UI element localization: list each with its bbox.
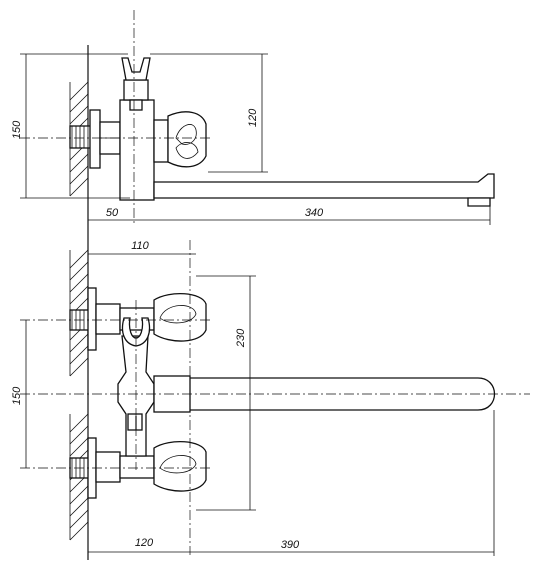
dim-bottom-height-230: 230 [235,328,247,348]
wall [69,45,89,560]
top-spout [153,173,495,199]
top-valve-stem [153,119,169,163]
dim-bottom-spout-390: 390 [281,539,300,551]
top-shower-holder [121,57,151,111]
top-dimensions: 150 120 50 340 [11,53,491,225]
bottom-front-view [20,240,530,555]
bottom-shower-holder [121,317,151,347]
dim-bottom-width-110: 110 [131,240,149,252]
dim-top-height-150: 150 [11,120,23,139]
top-wall-flange [89,109,101,169]
top-mixer-body [119,99,155,201]
dim-top-height-120: 120 [247,108,259,127]
dim-top-wall-50: 50 [106,207,119,219]
bottom-dimensions: 110 230 150 120 390 [11,240,495,556]
dim-bottom-offset-120: 120 [135,537,154,549]
dim-top-spout-340: 340 [305,207,324,219]
bottom-upper-handle [153,293,207,342]
top-handle [167,111,207,168]
bottom-lower-handle [153,441,207,492]
top-side-view [20,10,495,225]
dim-bottom-spacing-150: 150 [11,386,23,405]
